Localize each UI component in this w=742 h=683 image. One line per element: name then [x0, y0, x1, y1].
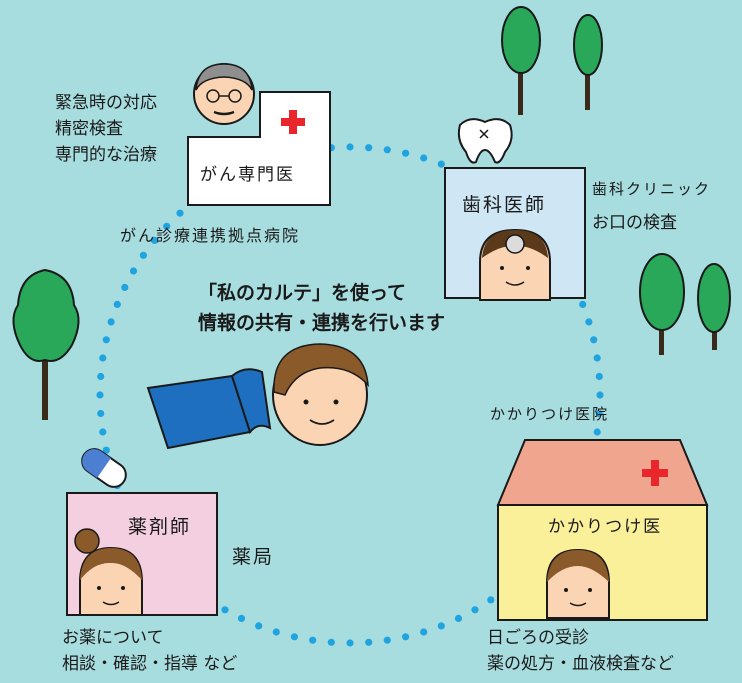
red-cross-icon: [281, 110, 305, 134]
connection-dot: [402, 149, 410, 157]
connection-dot: [437, 160, 445, 168]
connection-dot: [365, 144, 373, 152]
connection-dot: [585, 318, 593, 326]
connection-dot: [437, 622, 445, 630]
role-line: 専門的な治療: [55, 145, 157, 165]
connection-dot: [593, 428, 601, 436]
connection-dot: [121, 283, 129, 291]
center-message-line2: 情報の共有・連携を行います: [198, 312, 446, 334]
family-doctor-sign: かかりつけ医: [548, 517, 663, 537]
tree-top-right-2-icon: [573, 14, 603, 110]
tree-mid-right-1-icon: [639, 253, 685, 355]
connection-dot: [96, 391, 104, 399]
connection-dot: [595, 372, 603, 381]
connection-dot: [102, 446, 110, 454]
role-line: 相談・確認・指導 など: [62, 654, 238, 674]
role-line: 緊急時の対応: [55, 93, 157, 113]
family-clinic-label: かかりつけ医院: [490, 405, 610, 423]
cancer-specialist-roles: 緊急時の対応 精密検査 専門的な治療: [55, 90, 157, 168]
connection-dot: [139, 251, 147, 259]
cancer-hospital-label: がん診療連携拠点病院: [120, 226, 301, 245]
connection-dot: [420, 628, 428, 636]
connection-dot: [579, 300, 587, 308]
family-doctor-roles: 日ごろの受診 薬の処方・血液検査など: [487, 625, 674, 677]
dentist-sign: 歯科医師: [462, 194, 547, 216]
connection-dot: [255, 622, 263, 630]
connection-dot: [365, 638, 373, 646]
connection-dot: [129, 267, 138, 275]
center-message: 「私のカルテ」を使って 情報の共有・連携を行います: [198, 278, 445, 338]
connection-dot: [487, 596, 495, 604]
tree-top-right-1-icon: [501, 6, 541, 115]
connection-dot: [176, 209, 184, 217]
connection-dot: [97, 409, 105, 418]
connection-dot: [113, 300, 121, 308]
capsule-icon: [81, 448, 127, 488]
patient-avatar: [272, 343, 369, 446]
connection-dot: [590, 336, 598, 344]
pharmacy-label: 薬局: [232, 546, 275, 568]
role-line: お薬について: [62, 628, 164, 648]
role-line: 精密検査: [55, 119, 123, 139]
connection-dot: [309, 636, 317, 644]
cancer-specialist-doctor-avatar: [193, 63, 255, 125]
connection-dot: [593, 354, 601, 362]
connection-dot: [596, 391, 604, 399]
connection-dot: [163, 222, 171, 230]
connection-dot: [420, 154, 428, 162]
connection-dot: [150, 236, 159, 244]
connection-dot: [99, 428, 107, 436]
connection-dot: [454, 614, 463, 623]
book-icon: [146, 368, 272, 450]
connection-dot: [99, 354, 107, 362]
dentist-role: お口の検査: [592, 213, 677, 233]
pharmacist-sign: 薬剤師: [128, 516, 192, 538]
role-line: 薬の処方・血液検査など: [487, 654, 674, 674]
red-cross-icon: [642, 460, 668, 486]
connection-dot: [595, 409, 603, 418]
dentist-avatar: [479, 228, 551, 301]
pharmacist-roles: お薬について 相談・確認・指導 など: [62, 625, 237, 677]
connection-dot: [402, 633, 410, 641]
center-message-line1: 「私のカルテ」を使って: [198, 282, 407, 304]
connection-dot: [383, 146, 391, 154]
connection-dot: [383, 636, 391, 644]
family-doctor-avatar: [546, 548, 610, 619]
connection-dot: [107, 318, 115, 326]
role-line: 日ごろの受診: [487, 628, 589, 648]
connection-dot: [327, 638, 335, 646]
connection-dot: [97, 372, 105, 381]
connection-dot: [346, 639, 354, 647]
connection-dot: [102, 336, 110, 344]
cancer-specialist-building: [187, 91, 331, 206]
dental-clinic-label: 歯科クリニック: [592, 180, 712, 198]
pharmacist-avatar: [74, 528, 143, 616]
connection-dot: [346, 143, 354, 151]
cancer-specialist-sign: がん専門医: [200, 165, 295, 185]
connection-dot: [221, 606, 229, 614]
tree-mid-right-2-icon: [697, 263, 731, 350]
connection-dot: [272, 628, 280, 636]
connection-dot: [290, 633, 298, 641]
tooth-icon: [457, 118, 513, 164]
tree-left-icon: [12, 268, 80, 420]
connection-dot: [471, 606, 479, 614]
connection-dot: [237, 614, 246, 623]
